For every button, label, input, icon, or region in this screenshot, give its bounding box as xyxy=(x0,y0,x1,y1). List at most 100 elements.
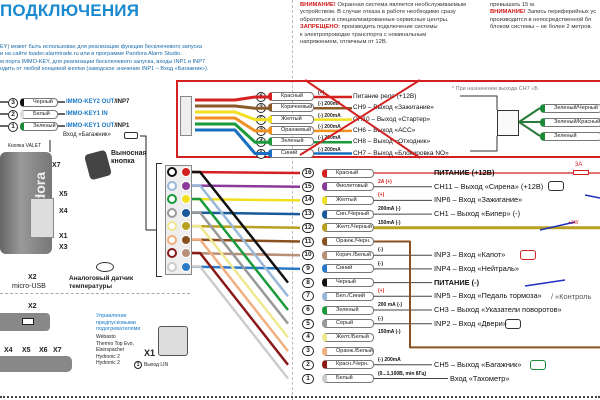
connector-pin xyxy=(167,207,177,218)
immo-wire-label: Черный xyxy=(20,98,58,107)
hood-switch-icon xyxy=(520,250,536,261)
main-function: Вход «Тахометр» xyxy=(450,373,510,383)
relay-current-note: (+) xyxy=(318,90,325,96)
connector-pin xyxy=(181,248,191,258)
lin-x1: X1 xyxy=(144,348,156,358)
main-pin-number: 6 xyxy=(302,305,314,315)
port-x5: X5 xyxy=(59,191,68,198)
section-divider xyxy=(0,293,190,294)
relay-note: * При назначении выхода CH7 «Б xyxy=(452,86,538,92)
connector-pin xyxy=(181,167,191,177)
main-current-note: 150mA (-) xyxy=(378,219,401,226)
cross-out-line xyxy=(304,79,421,159)
relay-current-note: (-) 200mA xyxy=(318,146,341,153)
main-pin-number: 8 xyxy=(302,277,314,288)
relay-output-wire xyxy=(518,121,541,137)
connector-pin xyxy=(181,207,191,218)
main-pin-number: 5 xyxy=(302,318,314,329)
relay-link xyxy=(470,136,498,152)
beeper-power-label: +1W xyxy=(568,220,579,226)
main-pin-number: 7 xyxy=(302,291,314,302)
main-pin-number: 1 xyxy=(302,373,314,384)
main-wire-label: Оранж./Черн. xyxy=(322,237,374,246)
immo-wire-label: Белый xyxy=(20,110,58,119)
remote-button-label: Выносная кнопка xyxy=(111,150,147,165)
main-current-note: (-) 200mA xyxy=(378,356,401,363)
connector-pin xyxy=(167,167,177,177)
page-title: ПОДКЛЮЧЕНИЯ xyxy=(0,1,140,20)
relay-current-note: (-) 200mA xyxy=(318,101,341,108)
relay-function: CH6 – Выход «АСС» xyxy=(353,126,416,134)
main-current-note: (-) xyxy=(378,315,383,322)
port-x4: X4 xyxy=(59,208,68,215)
main-wire xyxy=(185,197,301,202)
main-current-note: 150mA (-) xyxy=(378,329,401,336)
relay-wire xyxy=(195,110,270,122)
temp-sensor-label: Аналоговый датчик температуры xyxy=(69,275,134,290)
immo-wire-label: Зеленый xyxy=(20,122,58,131)
connector-pin xyxy=(167,194,177,204)
main-current-note: 2A (+) xyxy=(378,178,392,185)
main-wire-label: Красн./Черн. xyxy=(322,360,374,370)
main-wire-label: Желт./Черный xyxy=(322,223,374,233)
main-wire-label: Бел./Синий xyxy=(322,291,374,301)
main-pin-number: 12 xyxy=(302,222,314,233)
relay-output-label: Зеленый xyxy=(540,132,600,141)
main-pin-number: 4 xyxy=(302,332,314,343)
main-wire-label: Син./Черный xyxy=(322,209,374,219)
pointer-arrow xyxy=(584,194,600,199)
usb-port-icon xyxy=(22,318,34,325)
relay-connector xyxy=(180,96,192,136)
module-ports-view xyxy=(0,356,72,372)
main-pin-number: 15 xyxy=(302,181,314,192)
relay-function: CH10 – Выход «Стартер» xyxy=(353,115,431,123)
harness-line xyxy=(374,240,600,349)
micro-usb-label: micro-USB xyxy=(12,283,46,290)
main-function: INP5 – Вход «Педаль тормоза» xyxy=(434,291,542,301)
main-function: CH11 – Выход «Сирена» (+12В) xyxy=(434,181,544,191)
main-wire-label: Красный xyxy=(322,168,374,178)
main-wire-label: Синий xyxy=(322,264,374,274)
immo-pin-number: 1 xyxy=(8,122,18,132)
relay-wire xyxy=(195,116,270,133)
port-x2: X2 xyxy=(28,274,37,281)
warnings-left: ВНИМАНИЕ! Охранная система является необ… xyxy=(300,2,466,46)
relay-output-label: Зеленый/Красный xyxy=(540,118,600,127)
relay-wire xyxy=(195,128,270,155)
relay-current-note: (-) 200mA xyxy=(318,135,341,142)
relay-function: Питание реле (+12В) xyxy=(353,93,417,100)
main-function: ПИТАНИЕ (+12В) xyxy=(434,168,495,177)
connector-pin xyxy=(167,234,177,245)
main-current-note: (+) xyxy=(378,192,385,199)
main-wire-label: Желтый xyxy=(322,195,374,205)
relay-module-box xyxy=(176,80,600,158)
bottom-x6: X6 xyxy=(39,347,48,354)
port-x1: X1 xyxy=(59,233,68,240)
main-function: INP3 – Вход «Капот» xyxy=(434,250,506,260)
connector-pin xyxy=(181,261,191,272)
connector-pin xyxy=(167,261,177,272)
main-pin-number: 9 xyxy=(302,263,314,274)
brake-extra-label: / «Контроль xyxy=(551,292,592,301)
main-function: ПИТАНИЕ (-) xyxy=(434,277,480,287)
main-pin-number: 14 xyxy=(302,195,314,206)
relay-wire xyxy=(195,104,270,110)
lin-output-label: Выход LIN xyxy=(144,362,169,368)
siren-icon xyxy=(548,180,564,191)
port-x7: X7 xyxy=(52,162,61,169)
main-wire xyxy=(172,265,289,380)
main-function: CH1 – Выход «Бипер» (-) xyxy=(434,209,521,219)
immo-function: IMMO-KEY1 IN xyxy=(66,111,108,117)
main-pin-number: 13 xyxy=(302,209,314,220)
relay-wire xyxy=(195,95,270,102)
main-current-note: (-) xyxy=(378,247,383,254)
bottom-x5: X5 xyxy=(22,347,31,354)
main-wire xyxy=(185,170,301,175)
relay-function: CH8 – Выход «Отходник» xyxy=(353,138,431,146)
pointer-arrow xyxy=(539,221,576,231)
connector-bracket xyxy=(156,163,162,277)
main-wire-label: Фиолетовый xyxy=(322,182,374,192)
relay-current-note: (-) 200mA xyxy=(318,112,341,119)
bottom-x2: X2 xyxy=(28,303,37,310)
